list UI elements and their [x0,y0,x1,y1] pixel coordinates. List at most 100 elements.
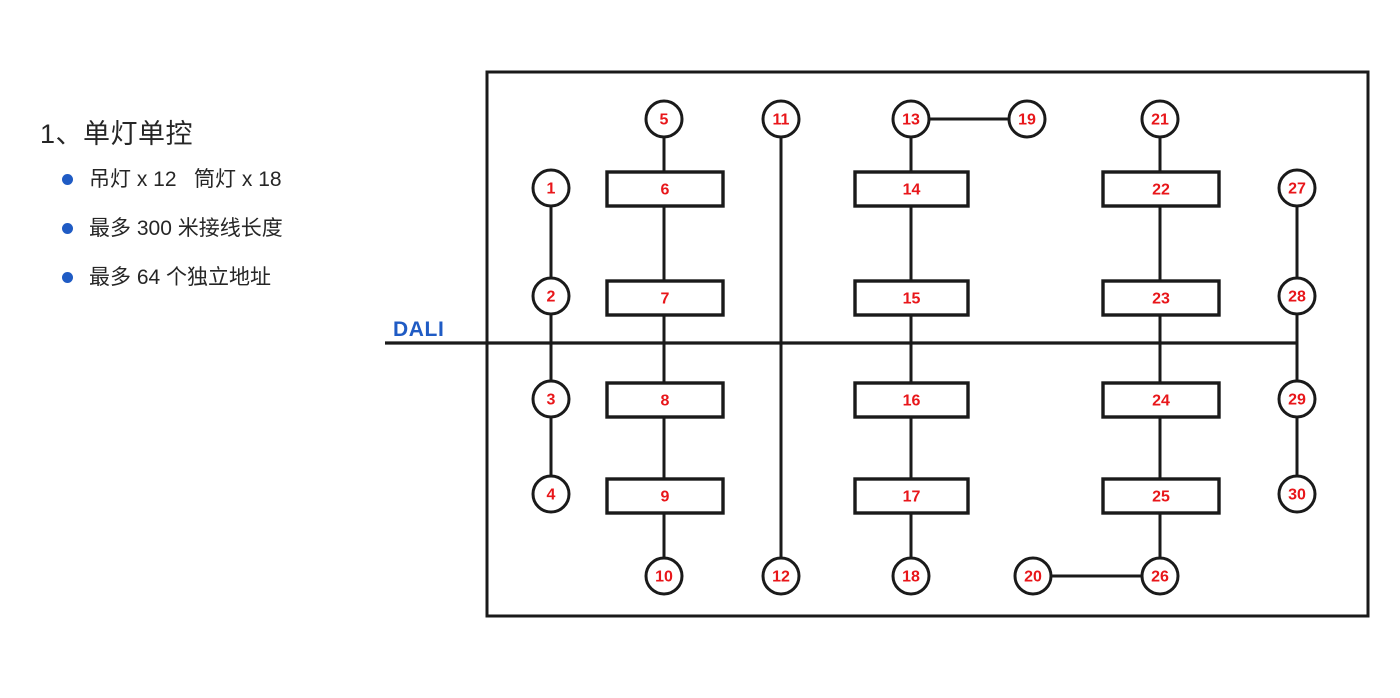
rect-body-23 [1101,279,1221,317]
device-circle-10[interactable]: 10 [644,556,684,596]
device-rect-8[interactable]: 8 [605,381,725,419]
circle-body-21 [1140,99,1180,139]
rect-label-24: 24 [1152,393,1170,410]
circle-body-10 [644,556,684,596]
rect-label-6: 6 [661,182,670,199]
list-item: 最多 300 米接线长度 [40,215,440,242]
circle-label-18: 18 [902,569,920,586]
circle-label-10: 10 [655,569,673,586]
circle-body-13 [891,99,931,139]
circle-body-19 [1007,99,1047,139]
device-rect-15[interactable]: 15 [853,279,970,317]
device-rect-16[interactable]: 16 [853,381,970,419]
rect-body-16 [853,381,970,419]
circle-body-20 [1013,556,1053,596]
rect-body-22 [1101,170,1221,208]
circle-body-12 [761,556,801,596]
page-title: 1、单灯单控 [40,119,194,149]
device-rect-7[interactable]: 7 [605,279,725,317]
device-circle-30[interactable]: 30 [1277,474,1317,514]
device-circle-26[interactable]: 26 [1140,556,1180,596]
circle-body-28 [1277,276,1317,316]
circle-label-4: 4 [547,487,556,504]
list-item-label: 吊灯 x 12 筒灯 x 18 [89,167,282,191]
circle-label-13: 13 [902,112,920,129]
device-circle-29[interactable]: 29 [1277,379,1317,419]
device-circle-20[interactable]: 20 [1013,556,1053,596]
dali-bus-label: DALI [393,318,444,341]
rect-label-25: 25 [1152,489,1170,506]
list-item: 最多 64 个独立地址 [40,264,440,291]
rect-label-15: 15 [903,291,921,308]
rect-label-9: 9 [661,489,670,506]
rect-body-6 [605,170,725,208]
bullet-icon [62,173,73,185]
rect-label-7: 7 [661,291,670,308]
circle-body-11 [761,99,801,139]
circle-label-20: 20 [1024,569,1042,586]
circle-label-26: 26 [1151,569,1169,586]
rect-device-group: 6 7 8 9 14 15 16 17 22 23 24 25 [605,170,1221,515]
circle-body-29 [1277,379,1317,419]
circle-body-5 [644,99,684,139]
device-circle-18[interactable]: 18 [891,556,931,596]
device-circle-28[interactable]: 28 [1277,276,1317,316]
device-circle-1[interactable]: 1 [531,168,571,208]
circle-label-5: 5 [660,112,669,129]
rect-label-16: 16 [903,393,921,410]
circle-label-1: 1 [547,181,556,198]
device-rect-22[interactable]: 22 [1101,170,1221,208]
circle-body-27 [1277,168,1317,208]
device-circle-27[interactable]: 27 [1277,168,1317,208]
rect-label-22: 22 [1152,182,1170,199]
circle-label-19: 19 [1018,112,1036,129]
circle-body-3 [531,379,571,419]
device-rect-25[interactable]: 25 [1101,477,1221,515]
circle-body-18 [891,556,931,596]
device-rect-23[interactable]: 23 [1101,279,1221,317]
device-circle-19[interactable]: 19 [1007,99,1047,139]
circle-body-4 [531,474,571,514]
rect-body-9 [605,477,725,515]
rect-body-24 [1101,381,1221,419]
rect-label-8: 8 [661,393,670,410]
circle-label-2: 2 [547,289,556,306]
device-circle-3[interactable]: 3 [531,379,571,419]
rect-label-14: 14 [903,182,921,199]
device-rect-9[interactable]: 9 [605,477,725,515]
device-rect-24[interactable]: 24 [1101,381,1221,419]
device-circle-13[interactable]: 13 [891,99,931,139]
circle-body-26 [1140,556,1180,596]
device-rect-17[interactable]: 17 [853,477,970,515]
list-item-label: 最多 64 个独立地址 [89,266,272,290]
device-circle-5[interactable]: 5 [644,99,684,139]
device-circle-12[interactable]: 12 [761,556,801,596]
device-rect-14[interactable]: 14 [853,170,970,208]
circle-body-1 [531,168,571,208]
device-circle-11[interactable]: 11 [761,99,801,139]
rect-body-8 [605,381,725,419]
list-item: 吊灯 x 12 筒灯 x 18 [40,166,440,193]
circle-label-21: 21 [1151,112,1169,129]
circle-label-28: 28 [1288,289,1306,306]
bullet-icon [62,223,73,235]
circle-body-2 [531,276,571,316]
rect-body-17 [853,477,970,515]
rect-body-7 [605,279,725,317]
circle-body-30 [1277,474,1317,514]
list-item-label: 最多 300 米接线长度 [89,217,283,241]
rect-body-15 [853,279,970,317]
device-rect-6[interactable]: 6 [605,170,725,208]
rect-body-25 [1101,477,1221,515]
circle-label-27: 27 [1288,181,1306,198]
circle-label-11: 11 [773,112,790,129]
rect-label-17: 17 [903,489,921,506]
rect-body-14 [853,170,970,208]
device-circle-4[interactable]: 4 [531,474,571,514]
device-circle-21[interactable]: 21 [1140,99,1180,139]
wire-group [549,117,1299,578]
device-circle-2[interactable]: 2 [531,276,571,316]
